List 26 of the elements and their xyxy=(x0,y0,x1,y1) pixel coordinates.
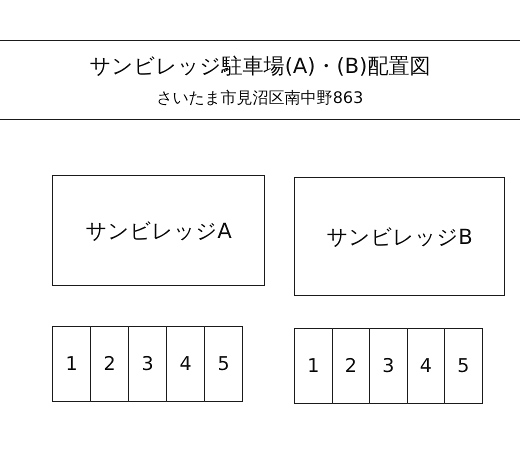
building-box xyxy=(294,177,505,296)
space-number: 1 xyxy=(307,355,320,377)
parking-space xyxy=(406,328,445,404)
space-number: 1 xyxy=(65,353,78,375)
space-number: 5 xyxy=(457,355,470,377)
parking-space xyxy=(128,326,167,402)
building-name: サンビレッジB xyxy=(326,224,473,250)
parking-space xyxy=(166,326,205,402)
space-number: 2 xyxy=(344,355,357,377)
title: サンビレッジ駐車場(A)・(B)配置図 xyxy=(88,53,432,80)
address-text: さいたま市見沼区南中野863 xyxy=(156,88,364,109)
building-box xyxy=(52,175,265,286)
space-number: 2 xyxy=(103,353,116,375)
parking-space xyxy=(332,328,370,404)
parking-space xyxy=(294,328,332,404)
parking-space xyxy=(369,328,408,404)
space-number: 3 xyxy=(141,353,154,375)
parking-space xyxy=(444,328,482,404)
parking-space xyxy=(204,326,243,402)
parking-space xyxy=(52,326,91,402)
space-number: 5 xyxy=(217,353,230,375)
space-number: 4 xyxy=(420,355,432,377)
space-number: 3 xyxy=(382,355,394,377)
space-number: 4 xyxy=(179,353,192,375)
building-name: サンビレッジA xyxy=(85,218,232,244)
parking-space xyxy=(90,326,129,402)
